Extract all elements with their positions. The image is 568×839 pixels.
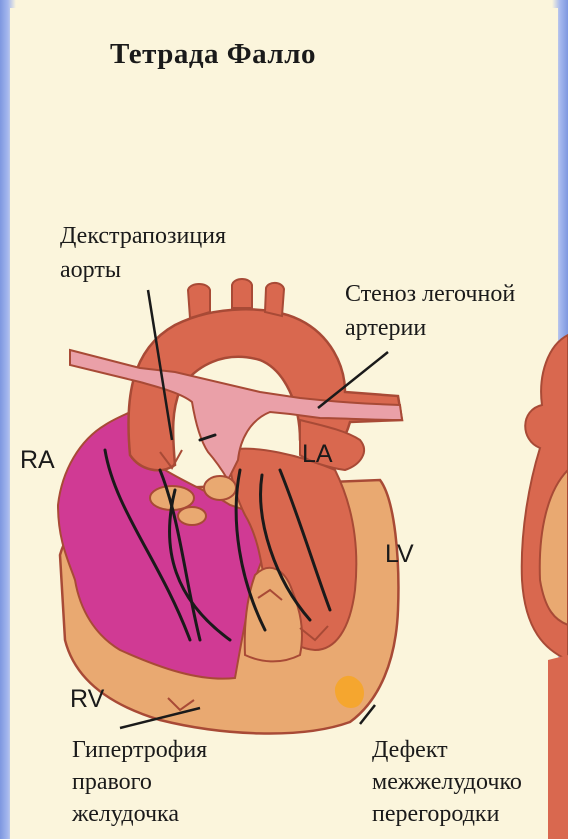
label-aorta-line2: аорты <box>60 256 121 285</box>
label-rv-hyper-line3: желудочка <box>72 800 179 829</box>
label-la: LA <box>302 440 333 469</box>
label-ra: RA <box>20 446 55 475</box>
label-vsd-line2: межжелудочко <box>372 768 522 797</box>
label-pulm-stenosis-line2: артерии <box>345 314 426 343</box>
label-rv-hyper-line2: правого <box>72 768 152 797</box>
adjacent-heart-fragment <box>522 335 568 839</box>
aortic-branch-1 <box>188 284 210 318</box>
label-rv-hyper-line1: Гипертрофия <box>72 736 207 765</box>
label-pulm-stenosis-line1: Стеноз легочной <box>345 280 515 309</box>
valve-center <box>204 476 236 500</box>
aortic-branch-2 <box>232 279 252 308</box>
label-lv: LV <box>385 540 414 569</box>
valve-lower <box>178 507 206 525</box>
label-vsd-line3: перегородки <box>372 800 499 829</box>
aortic-branch-3 <box>265 283 284 316</box>
label-rv: RV <box>70 685 104 714</box>
label-aorta-line1: Декстрапозиция <box>60 222 226 251</box>
label-vsd-line1: Дефект <box>372 736 448 765</box>
